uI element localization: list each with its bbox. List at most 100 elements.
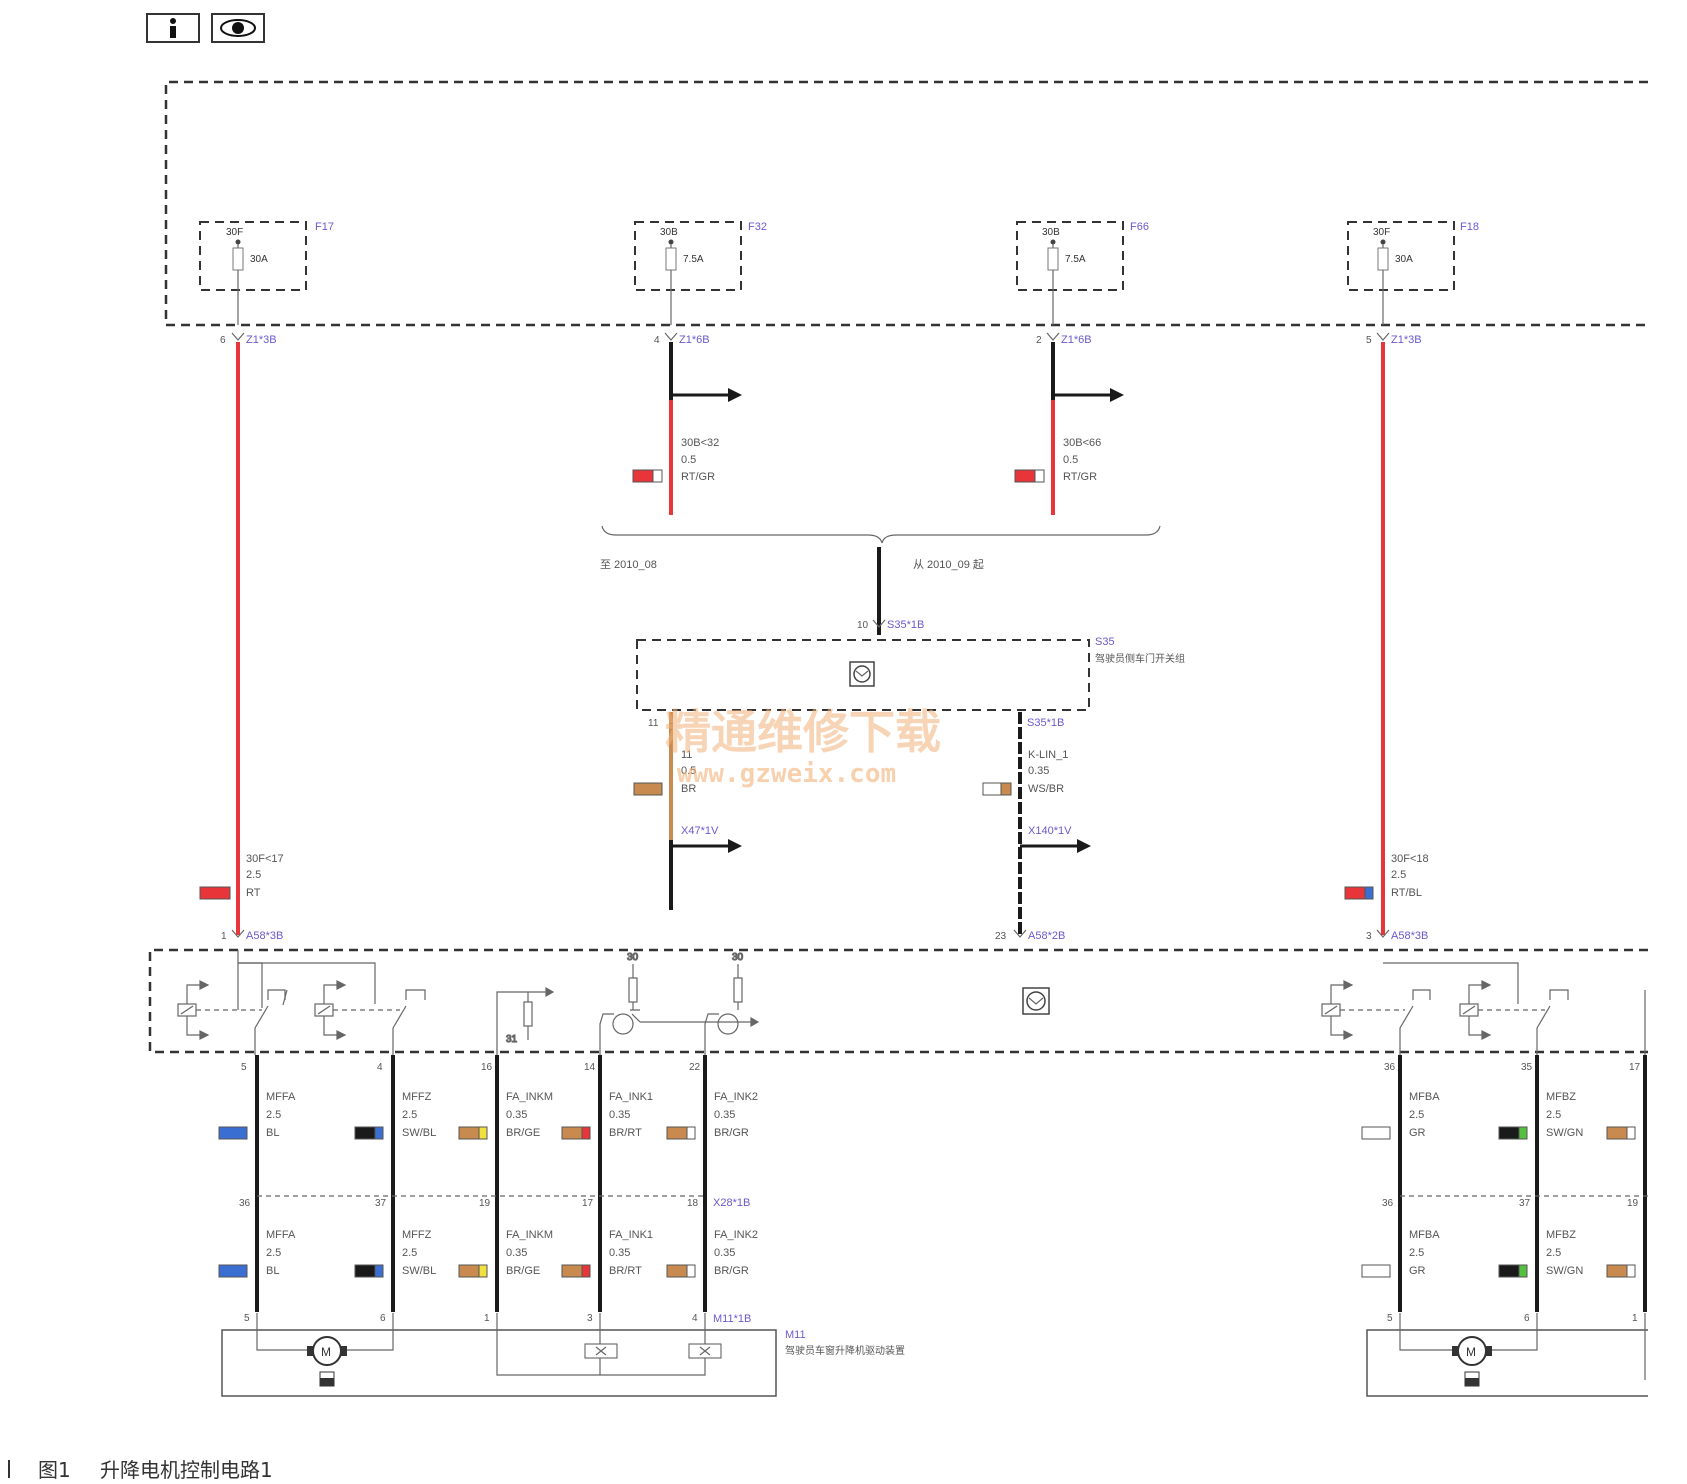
- wire-size: 0.5: [681, 454, 696, 466]
- color-swatch: [218, 1126, 248, 1140]
- color-swatch: [218, 1264, 248, 1278]
- svg-text:Z1*6B: Z1*6B: [679, 334, 710, 346]
- pin-top: 4: [377, 1062, 383, 1073]
- fuse-terminal: 30B: [1042, 227, 1060, 238]
- pin-bot: 1: [1632, 1313, 1638, 1324]
- connector-label: X47*1V: [681, 825, 719, 837]
- variant-right: 从 2010_09 起: [913, 558, 984, 571]
- svg-text:RT: RT: [246, 887, 261, 899]
- color-swatch: [1606, 1264, 1628, 1278]
- motor-name: 驾驶员车窗升降机驱动装置: [785, 1344, 905, 1357]
- wire-text: MFFA: [266, 1229, 296, 1241]
- color-swatch: [1361, 1126, 1391, 1140]
- wire-name: K-LIN_1: [1028, 749, 1068, 761]
- motor-wires-left: 5365MFFA2.5BLMFFA2.5BL4376MFFZ2.5SW/BLMF…: [218, 1055, 758, 1324]
- color-swatch: [478, 1126, 488, 1140]
- pin-top: 5: [241, 1062, 247, 1073]
- color-swatch: [1518, 1264, 1528, 1278]
- wire-text: MFFZ: [402, 1229, 432, 1241]
- control-module-frame: [148, 948, 1648, 1054]
- wire-text: BR/GE: [506, 1265, 540, 1277]
- fuse-terminal: 30F: [1373, 227, 1390, 238]
- wire-text: SW/BL: [402, 1265, 436, 1277]
- svg-text:M: M: [1466, 1345, 1476, 1359]
- wire-text: 2.5: [266, 1247, 281, 1259]
- color-swatch: [561, 1126, 583, 1140]
- wire-text: SW/BL: [402, 1127, 436, 1139]
- hall-sensor-icon: [584, 1343, 618, 1375]
- pin-top: 22: [689, 1062, 701, 1073]
- control-module-icon: [1022, 987, 1050, 1015]
- wire-text: 2.5: [266, 1109, 281, 1121]
- pin-mid: 37: [1519, 1198, 1531, 1209]
- svg-text:2.5: 2.5: [1391, 869, 1406, 881]
- color-swatch: [1518, 1126, 1528, 1140]
- svg-text:Z1*3B: Z1*3B: [246, 334, 277, 346]
- wire-text: SW/GN: [1546, 1265, 1583, 1277]
- fuse-rating: 30A: [250, 254, 268, 265]
- term-30: 30: [732, 952, 744, 963]
- pin-bot: 4: [692, 1313, 698, 1324]
- wire-text: 2.5: [1546, 1247, 1561, 1259]
- wire-color-code: BR: [681, 783, 696, 795]
- pin-mid: 19: [479, 1198, 491, 1209]
- svg-text:2.5: 2.5: [246, 869, 261, 881]
- fuse-rating: 7.5A: [683, 254, 704, 265]
- fuse-id: F18: [1460, 221, 1479, 233]
- color-swatch: [982, 782, 1002, 796]
- color-swatch: [1014, 469, 1036, 483]
- wire-text: FA_INK2: [714, 1229, 758, 1241]
- wire-name: 30B<32: [681, 437, 719, 449]
- fuse-f18: 30F 30A F18: [1347, 221, 1479, 325]
- svg-text:M: M: [321, 1345, 331, 1359]
- transistor-1: 30: [599, 951, 760, 1055]
- figure-title: 升降电机控制电路1: [100, 1458, 273, 1482]
- color-swatch: [1626, 1126, 1636, 1140]
- color-swatch: [374, 1264, 384, 1278]
- color-swatch: [686, 1126, 696, 1140]
- pin-mid: 17: [582, 1198, 594, 1209]
- wire-color-code: WS/BR: [1028, 783, 1064, 795]
- pin-bot: 6: [380, 1313, 386, 1324]
- color-swatch: [458, 1126, 480, 1140]
- view-button[interactable]: [211, 13, 265, 43]
- wire-text: BL: [266, 1265, 279, 1277]
- pin-mid: 19: [1627, 1198, 1639, 1209]
- wire-text: FA_INKM: [506, 1229, 553, 1241]
- wire-color-code: RT/GR: [1063, 471, 1097, 483]
- variant-left: 至 2010_08: [600, 559, 657, 571]
- svg-text:2: 2: [1036, 335, 1042, 346]
- color-swatch: [1606, 1126, 1628, 1140]
- wire-label-30f-17: 30F<17 2.5 RT: [199, 853, 284, 900]
- module-connector-left: 1 A58*3B: [221, 929, 283, 942]
- wire-text: 0.35: [506, 1247, 527, 1259]
- wire-size: 0.35: [1028, 765, 1049, 777]
- wire-size: 0.5: [681, 765, 696, 777]
- wire-text: BR/RT: [609, 1265, 642, 1277]
- color-swatch: [633, 782, 663, 796]
- svg-text:1: 1: [221, 931, 227, 942]
- color-swatch: [1498, 1264, 1520, 1278]
- hall-sensor-icon: [688, 1343, 722, 1359]
- motor-wire: 17 19 1: [1606, 1055, 1647, 1324]
- pin-top: 36: [1384, 1062, 1396, 1073]
- info-button[interactable]: [146, 13, 200, 43]
- pin-top: 35: [1521, 1062, 1533, 1073]
- wire-text: FA_INKM: [506, 1091, 553, 1103]
- wire-color-code: RT/GR: [681, 471, 715, 483]
- pin-top: 17: [1629, 1062, 1641, 1073]
- relay-right-2: [1459, 980, 1646, 1055]
- fuse-rating: 30A: [1395, 254, 1413, 265]
- switch-block-id: S35: [1095, 636, 1115, 648]
- motor-icon: M: [307, 1336, 347, 1366]
- wire-30b-66: 30B<66 0.5 RT/GR: [1014, 342, 1124, 515]
- color-swatch: [1498, 1126, 1520, 1140]
- svg-text:RT/BL: RT/BL: [1391, 887, 1422, 899]
- term-31: 31: [506, 1034, 518, 1045]
- connector-label: X140*1V: [1028, 825, 1072, 837]
- module-connector-mid: 23 A58*2B: [995, 929, 1065, 942]
